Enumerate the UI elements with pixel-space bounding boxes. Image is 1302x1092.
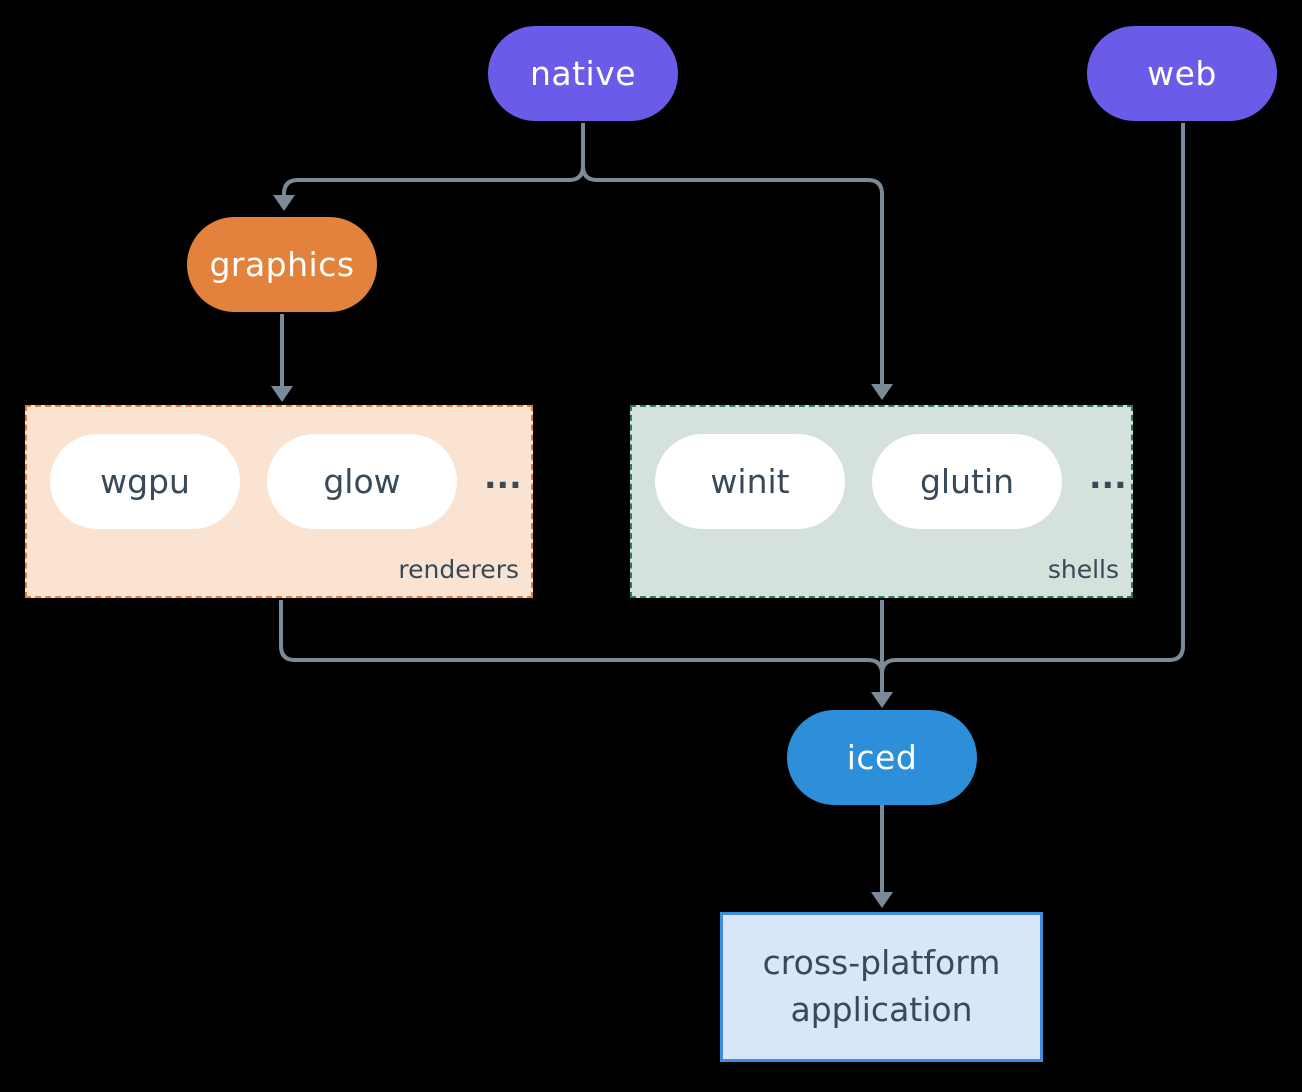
- group-renderers-row: wgpu glow ...: [27, 407, 531, 529]
- node-native-label: native: [529, 54, 637, 93]
- renderers-ellipsis: ...: [484, 457, 522, 496]
- node-cross-platform-application: cross-platform application: [720, 912, 1043, 1062]
- node-glow-label: glow: [323, 462, 401, 501]
- edge-native-to-shells: [581, 165, 884, 385]
- node-winit-label: winit: [710, 462, 790, 501]
- node-iced: iced: [787, 710, 977, 805]
- node-graphics-label: graphics: [209, 245, 355, 284]
- edge-native-to-graphics: [282, 165, 585, 196]
- group-renderers-label: renderers: [398, 555, 519, 584]
- node-wgpu: wgpu: [50, 434, 240, 529]
- arrowhead-into-app: [871, 892, 893, 908]
- node-winit: winit: [655, 434, 845, 529]
- node-wgpu-label: wgpu: [100, 462, 190, 501]
- node-native: native: [488, 26, 678, 121]
- arrowhead-into-graphics: [273, 195, 295, 211]
- node-glutin: glutin: [872, 434, 1062, 529]
- edge-renderers-to-iced: [279, 600, 884, 675]
- node-web-label: web: [1147, 54, 1217, 93]
- shells-ellipsis: ...: [1089, 457, 1127, 496]
- arrowhead-into-iced: [871, 692, 893, 708]
- node-glutin-label: glutin: [919, 462, 1015, 501]
- node-app-label: cross-platform application: [762, 943, 1001, 1029]
- node-web: web: [1087, 26, 1277, 121]
- group-shells-label: shells: [1047, 555, 1119, 584]
- node-glow: glow: [267, 434, 457, 529]
- arrowhead-into-shells: [871, 384, 893, 400]
- group-shells: winit glutin ... shells: [630, 405, 1133, 598]
- arrowhead-into-renderers: [271, 386, 293, 402]
- node-iced-label: iced: [846, 738, 918, 777]
- group-renderers: wgpu glow ... renderers: [25, 405, 533, 598]
- node-graphics: graphics: [187, 217, 377, 312]
- group-shells-row: winit glutin ...: [632, 407, 1131, 529]
